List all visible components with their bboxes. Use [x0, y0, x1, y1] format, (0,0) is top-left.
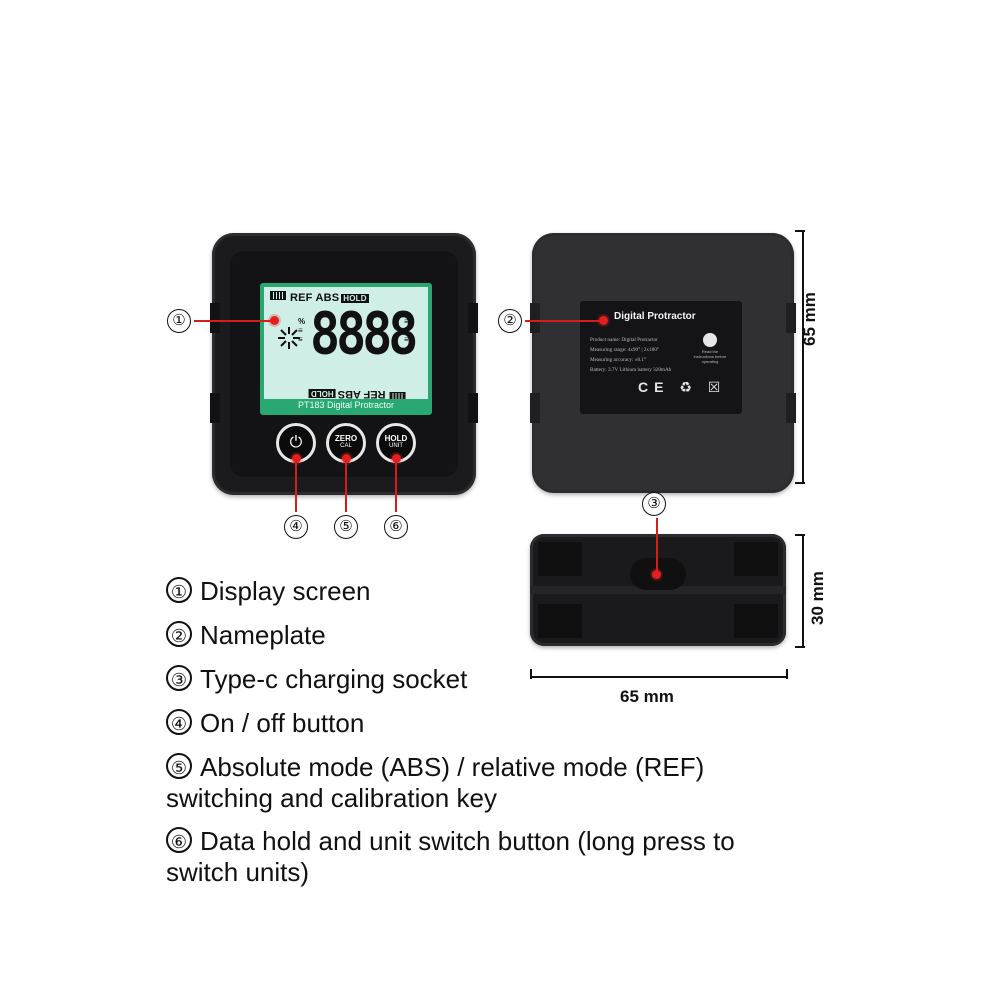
callout-dot-4: [292, 454, 301, 463]
nameplate-spec: Measuring range: 4x90° | 2x180°: [590, 347, 659, 353]
legend-number: ⑤: [166, 753, 192, 779]
certification-marks: CE ♻ ☒: [638, 379, 727, 395]
dimension-line-height: [802, 230, 804, 484]
side-grip: [210, 393, 220, 423]
nameplate-spec: Battery: 3.7V Lithium battery 320mAh: [590, 367, 672, 373]
corner-block: [538, 542, 582, 576]
callout-line-3: [656, 518, 658, 574]
callout-dot-6: [392, 454, 401, 463]
lcd-units-right: ≡ft≡: [404, 317, 410, 344]
callout-dot-2: [599, 316, 608, 325]
read-instructions-note: Read the instructions before operating: [692, 333, 728, 364]
side-seam: [530, 586, 786, 594]
legend-number: ④: [166, 709, 192, 735]
power-icon: ⏻: [289, 434, 303, 451]
dimension-height-label: 65 mm: [800, 292, 819, 346]
callout-dot-3: [652, 570, 661, 579]
nameplate-title: Digital Protractor: [614, 311, 696, 322]
side-grip: [530, 303, 540, 333]
corner-block: [734, 542, 778, 576]
dimension-line-thickness: [802, 534, 804, 648]
dimension-tick: [786, 669, 788, 679]
callout-line-2: [525, 320, 603, 322]
callout-line-4: [295, 460, 297, 512]
side-grip: [530, 393, 540, 423]
dimension-line-width: [530, 676, 788, 678]
side-grip: [210, 303, 220, 333]
dimension-width-label: 65 mm: [620, 687, 674, 706]
callout-3: ③: [642, 492, 666, 516]
corner-block: [734, 604, 778, 638]
dimension-tick: [795, 230, 805, 232]
side-grip: [468, 393, 478, 423]
nameplate-spec: Measuring accuracy: ±0.1°: [590, 357, 647, 363]
lcd-hold-indicator: HOLD: [309, 389, 337, 398]
callout-dot-5: [342, 454, 351, 463]
backlight-icon: [278, 327, 300, 349]
lcd-hold-indicator: HOLD: [341, 294, 369, 303]
nameplate-spec: Product name: Digital Protractor: [590, 337, 658, 343]
instruction-icon: [703, 333, 717, 347]
callout-2: ②: [498, 309, 522, 333]
lcd-units-left: %≡≡: [298, 317, 306, 344]
callout-dot-1: [270, 316, 279, 325]
legend-number: ⑥: [166, 827, 192, 853]
legend-number: ①: [166, 577, 192, 603]
callout-line-5: [345, 460, 347, 512]
legend-number: ③: [166, 665, 192, 691]
dimension-tick: [530, 669, 532, 679]
callout-line-6: [395, 460, 397, 512]
callout-4: ④: [284, 515, 308, 539]
dimension-tick: [795, 482, 805, 484]
dimension-tick: [795, 534, 805, 536]
legend-number: ②: [166, 621, 192, 647]
zero-cal-button[interactable]: ZERO CAL: [326, 423, 366, 463]
callout-line-1: [194, 320, 274, 322]
callout-5: ⑤: [334, 515, 358, 539]
dimension-tick: [795, 646, 805, 648]
back-device: Digital Protractor Product name: Digital…: [530, 233, 796, 493]
side-device: [530, 534, 786, 646]
corner-block: [538, 604, 582, 638]
dimension-thickness-label: 30 mm: [808, 571, 827, 625]
battery-icon: [270, 291, 286, 300]
side-grip: [786, 303, 796, 333]
lcd-digits: 8888: [310, 300, 418, 368]
callout-6: ⑥: [384, 515, 408, 539]
side-grip: [468, 303, 478, 333]
callout-1: ①: [167, 309, 191, 333]
lcd-footer: PT183 Digital Protractor: [264, 399, 428, 411]
side-grip: [786, 393, 796, 423]
